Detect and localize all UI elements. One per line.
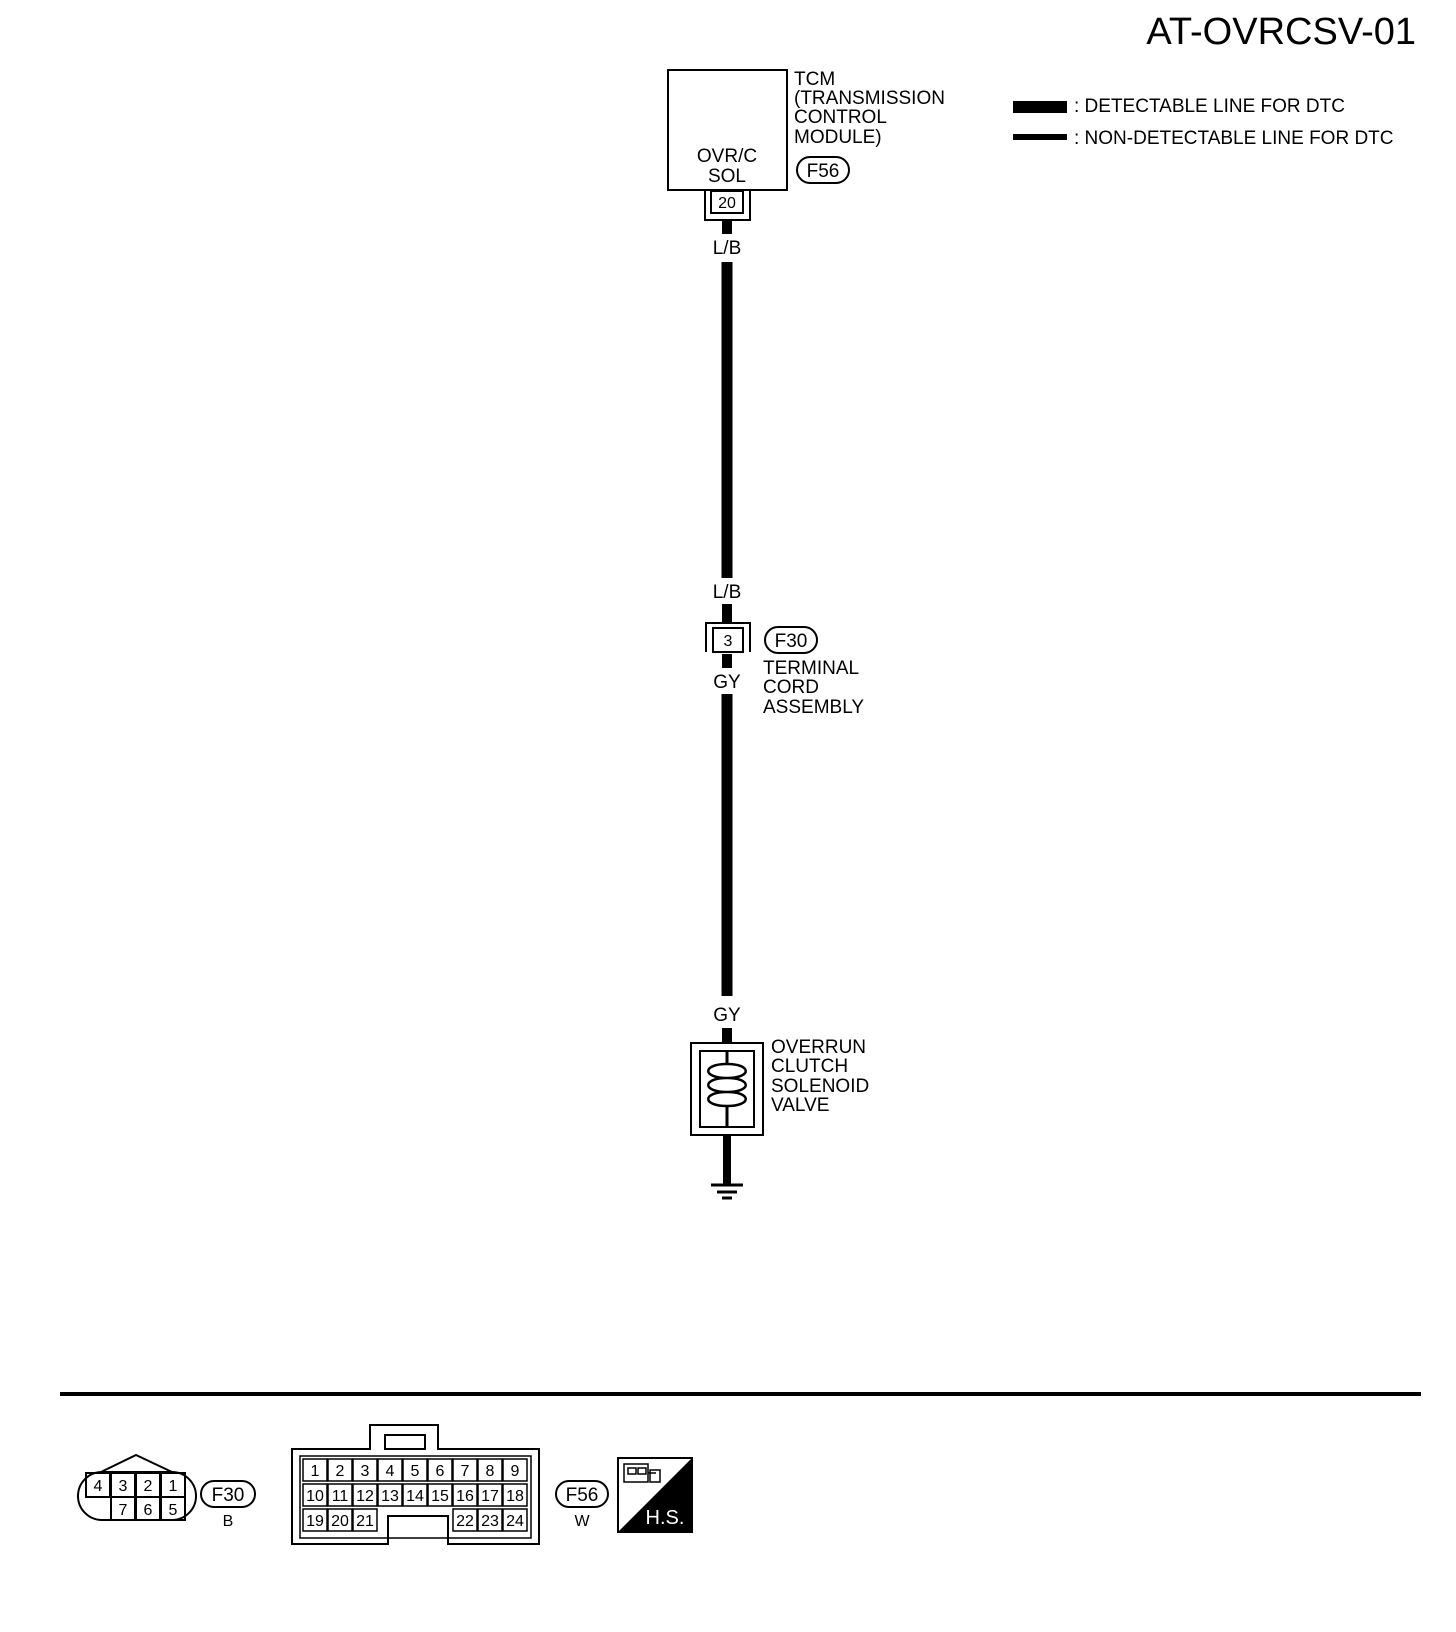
f30-terminal-bracket: [705, 622, 751, 652]
tcm-module: OVR/C SOL TCM (TRANSMISSION CONTROL MODU…: [667, 69, 945, 221]
ground-icon: [711, 1136, 743, 1200]
f30-terminal-number: 3: [724, 633, 733, 650]
solenoid-name-line-1: OVERRUN: [771, 1037, 866, 1058]
tcm-terminal-label-line-1: OVR/C: [697, 146, 757, 167]
f56-pin: 3: [361, 1463, 370, 1480]
f30-pin: 5: [169, 1502, 178, 1519]
f56-row-1: 1 2 3 4 5 6 7 8 9: [302, 1458, 528, 1482]
f56-pin: 13: [381, 1488, 399, 1505]
f56-face-id: F56: [566, 1485, 599, 1506]
f30-key-icon: [100, 1453, 173, 1473]
terminal-cord-name-line-3: ASSEMBLY: [763, 697, 864, 718]
solenoid-outer-box: [690, 1042, 764, 1136]
tcm-name-line-2: (TRANSMISSION: [794, 88, 945, 109]
f56-connector-face: 1 2 3 4 5 6 7 8 9 10 11 12 13 14 15 16 1…: [291, 1424, 609, 1545]
f56-pin: 22: [456, 1513, 474, 1530]
f56-pin: 19: [306, 1513, 324, 1530]
f56-row-3: 19 20 21 22 23 24: [302, 1508, 528, 1532]
f56-row-2: 10 11 12 13 14 15 16 17 18: [302, 1483, 528, 1507]
solenoid-name-line-3: SOLENOID: [771, 1076, 869, 1097]
wire-lower-color-top: GY: [713, 672, 741, 693]
f56-pin: 23: [481, 1513, 499, 1530]
f56-pin: 7: [461, 1463, 470, 1480]
f56-pin: 18: [506, 1488, 524, 1505]
wire-lower-color-bottom: GY: [713, 1005, 741, 1026]
f56-latch: [384, 1434, 426, 1450]
f30-pin: 4: [94, 1478, 103, 1495]
f56-face-badge: [555, 1480, 609, 1508]
f56-connector-id: F56: [807, 161, 840, 182]
f56-pin: 16: [456, 1488, 474, 1505]
f30-connector-id: F30: [775, 631, 808, 652]
f56-pin: 9: [511, 1463, 520, 1480]
f56-pin: 15: [431, 1488, 449, 1505]
f30-pin: 6: [144, 1502, 153, 1519]
f56-pin: 5: [411, 1463, 420, 1480]
tcm-terminal-bracket: [704, 191, 751, 221]
f56-pin: 24: [506, 1513, 524, 1530]
f30-face-badge: [200, 1480, 256, 1508]
tcm-terminal-box: [710, 190, 744, 214]
tcm-name-line-1: TCM: [794, 69, 835, 90]
f30-pin: 3: [119, 1478, 128, 1495]
f56-face-color: W: [574, 1513, 590, 1530]
f30-pin: 7: [119, 1502, 128, 1519]
f56-pin: 6: [436, 1463, 445, 1480]
tcm-name-line-4: MODULE): [794, 127, 882, 148]
solenoid-name-line-4: VALVE: [771, 1095, 829, 1116]
f30-pin: 2: [144, 1478, 153, 1495]
f56-pin: 2: [336, 1463, 345, 1480]
connector-icon: [623, 1463, 661, 1483]
legend-non-detectable-text: : NON-DETECTABLE LINE FOR DTC: [1074, 128, 1394, 149]
legend-detectable-text: : DETECTABLE LINE FOR DTC: [1074, 96, 1345, 117]
f56-pin: 17: [481, 1488, 499, 1505]
f56-pin: 21: [356, 1513, 374, 1530]
terminal-cord-name-line-1: TERMINAL: [763, 658, 859, 679]
f56-pin: 4: [386, 1463, 395, 1480]
f56-pin: 10: [306, 1488, 324, 1505]
f30-terminal-box: [712, 627, 744, 653]
wire-upper-color-top: L/B: [713, 238, 742, 259]
diagram-title: AT-OVRCSV-01: [1146, 11, 1416, 53]
wire-upper: L/B L/B: [713, 221, 742, 624]
f56-pin: 14: [406, 1488, 424, 1505]
f30-connector-face: 4 3 2 1 7 6 5 F30 B: [77, 1453, 256, 1530]
f56-pin: 1: [311, 1463, 320, 1480]
f30-face-color: B: [223, 1513, 234, 1530]
terminal-cord-assembly: 3 F30 TERMINAL CORD ASSEMBLY: [705, 622, 864, 718]
f56-connector-badge: [796, 156, 850, 184]
f30-connector-badge: [764, 626, 818, 654]
hs-badge-text: H.S.: [646, 1507, 685, 1529]
terminal-cord-name-line-2: CORD: [763, 677, 819, 698]
f56-pin: 20: [331, 1513, 349, 1530]
hs-badge: H.S.: [617, 1457, 693, 1533]
tcm-name-line-3: CONTROL: [794, 107, 887, 128]
wire-upper-color-bottom: L/B: [713, 582, 742, 603]
legend-thin-line: [1013, 134, 1067, 140]
f30-pin: 1: [169, 1478, 178, 1495]
tcm-terminal-number: 20: [718, 195, 736, 212]
solenoid-name-line-2: CLUTCH: [771, 1056, 848, 1077]
overrun-clutch-solenoid-valve: OVERRUN CLUTCH SOLENOID VALVE: [690, 1037, 869, 1136]
tcm-terminal-label-line-2: SOL: [708, 166, 746, 187]
f56-pin: 12: [356, 1488, 374, 1505]
legend-thick-line: [1013, 101, 1067, 113]
f30-face-id: F30: [212, 1485, 245, 1506]
legend: : DETECTABLE LINE FOR DTC : NON-DETECTAB…: [1013, 96, 1394, 149]
hs-badge-fill: [618, 1458, 692, 1532]
f56-pin: 8: [486, 1463, 495, 1480]
f56-pin: 11: [332, 1488, 349, 1505]
wire-lower: GY GY: [713, 654, 741, 1044]
solenoid-coil-icon: [707, 1062, 747, 1108]
